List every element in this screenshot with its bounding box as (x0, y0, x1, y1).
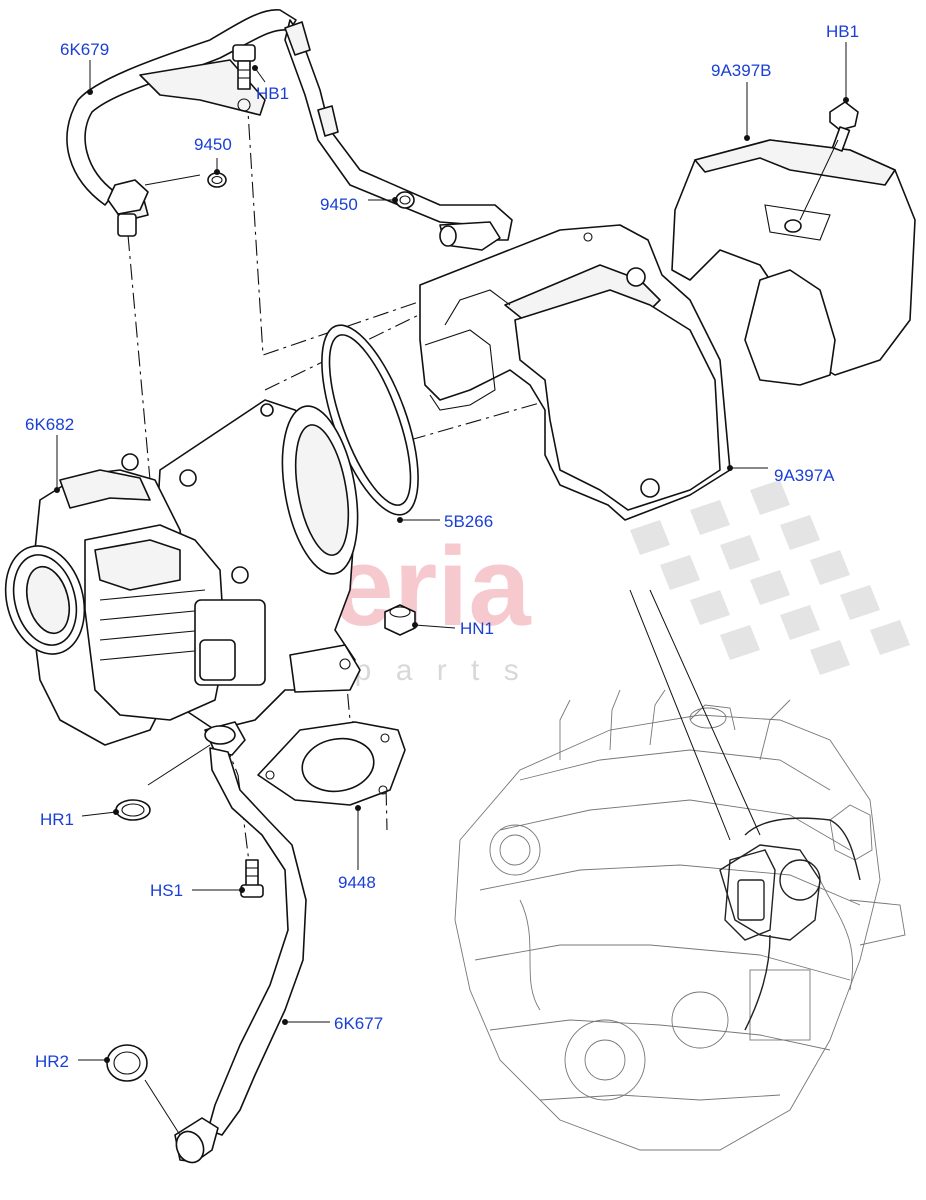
callout-6K679[interactable]: 6K679 (60, 40, 109, 59)
callout-HN1[interactable]: HN1 (460, 619, 494, 638)
callout-HB1-right[interactable]: HB1 (826, 22, 859, 41)
callout-6K677[interactable]: 6K677 (334, 1014, 383, 1033)
bolt-HS1 (240, 859, 264, 898)
watermark-checker (630, 480, 910, 675)
gasket-9448 (257, 721, 406, 806)
callout-6K682[interactable]: 6K682 (25, 415, 74, 434)
bolt-HB1 (232, 44, 256, 90)
nut-HN1 (384, 604, 416, 636)
turbocharger-6K682 (4, 399, 361, 746)
callout-HR1[interactable]: HR1 (40, 810, 74, 829)
washer-9450-left (207, 172, 227, 188)
callouts: 6K679 HB1 9450 9450 9A397B HB1 6K682 5B2… (25, 22, 859, 1071)
callout-9A397A[interactable]: 9A397A (774, 466, 835, 485)
o-ring-HR1 (115, 799, 151, 821)
oil-drain-pipe-6K677 (174, 721, 307, 1164)
heat-shield-9A397B (671, 139, 916, 386)
washer-9450-right (395, 191, 415, 209)
oil-feed-pipe-6K679 (66, 9, 513, 251)
callout-HR2[interactable]: HR2 (35, 1052, 69, 1071)
callout-9450-left[interactable]: 9450 (194, 135, 232, 154)
heat-shield-9A397A (419, 224, 731, 521)
leader-lines (54, 42, 849, 1136)
callout-9448[interactable]: 9448 (338, 873, 376, 892)
callout-HB1-top[interactable]: HB1 (256, 84, 289, 103)
callout-HS1[interactable]: HS1 (150, 881, 183, 900)
callout-9A397B[interactable]: 9A397B (711, 61, 772, 80)
callout-5B266[interactable]: 5B266 (444, 512, 493, 531)
o-ring-HR2 (106, 1044, 148, 1082)
engine-overview (454, 589, 906, 1151)
callout-9450-right[interactable]: 9450 (320, 195, 358, 214)
gasket-5B266 (321, 324, 419, 516)
